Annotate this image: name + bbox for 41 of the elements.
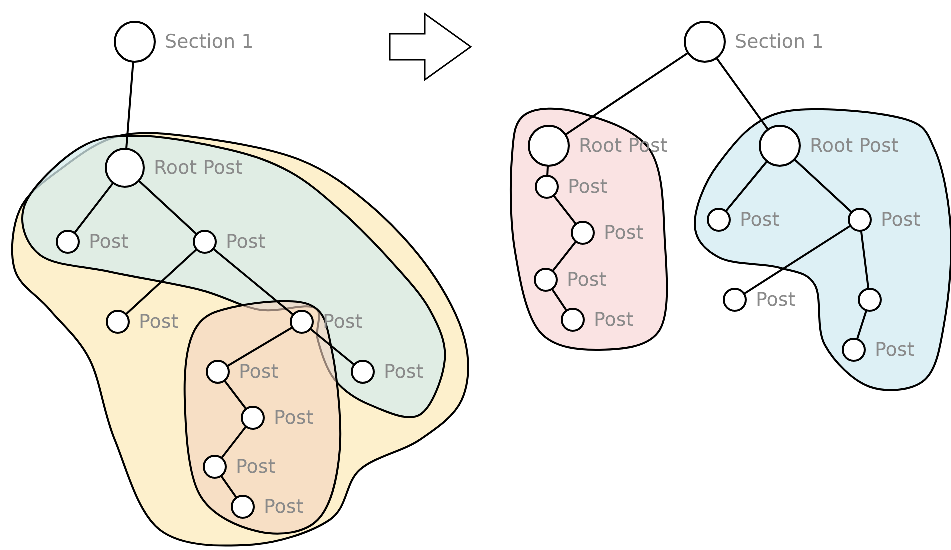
connector-line (551, 288, 568, 312)
connector-line (860, 230, 870, 290)
node-label: Post (226, 231, 266, 253)
connector-line (553, 195, 577, 225)
connector-line (725, 160, 768, 212)
connector-line (125, 248, 198, 316)
node-label: Post (567, 269, 607, 291)
node-label: Post (594, 309, 634, 331)
connector-line (716, 58, 770, 130)
node-label: Post (236, 456, 276, 478)
node-label: Post (604, 222, 644, 244)
connector-line (224, 380, 248, 410)
connector-line (552, 241, 577, 272)
node-label: Post (740, 209, 780, 231)
node-label: Post (875, 339, 915, 361)
node-label: Post (756, 289, 796, 311)
connector-line (220, 426, 248, 459)
node-label: Post (384, 361, 424, 383)
node-label: Root Post (810, 135, 899, 157)
connector-line (226, 326, 294, 368)
connector-line (212, 248, 294, 316)
node-label: Post (264, 496, 304, 518)
connector-line (74, 182, 114, 234)
node-label: Post (89, 231, 129, 253)
node-label: Post (239, 361, 279, 383)
connector-line (565, 52, 689, 136)
node-label: Post (274, 407, 314, 429)
connector-line (138, 180, 198, 236)
connector-line (220, 475, 238, 499)
node-label: Post (881, 209, 921, 231)
node-label: Root Post (154, 157, 243, 179)
connector-line (126, 62, 134, 150)
connector-line (744, 225, 852, 295)
node-label: Post (568, 176, 608, 198)
node-label: Section 1 (165, 31, 254, 53)
connector-line (310, 328, 356, 366)
node-label: Section 1 (735, 31, 824, 53)
node-label: Post (139, 311, 179, 333)
connector-line (546, 166, 550, 176)
connector-line (794, 158, 853, 214)
connector-line (856, 310, 868, 340)
